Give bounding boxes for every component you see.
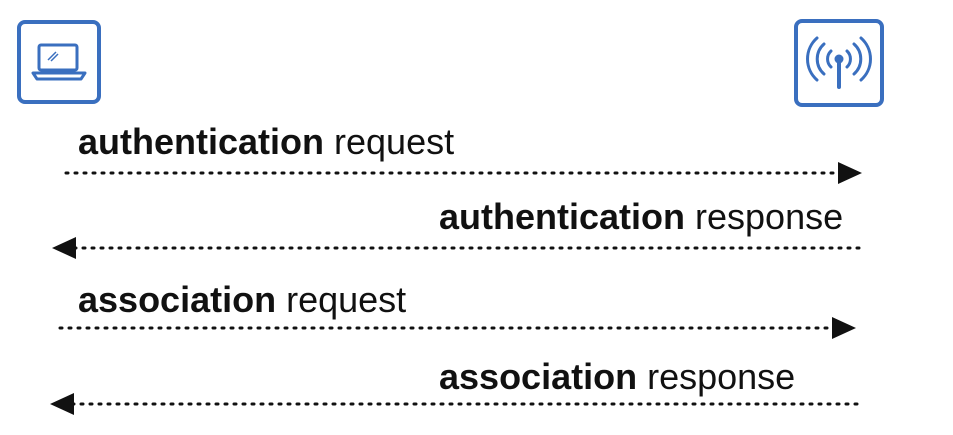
message-keyword: association — [439, 356, 638, 397]
message-suffix: request — [324, 121, 455, 162]
arrowhead-left-icon — [50, 393, 74, 415]
message-suffix: response — [685, 196, 844, 237]
message-suffix: request — [276, 279, 407, 320]
message-keyword: authentication — [439, 196, 686, 237]
arrowhead-right-icon — [832, 317, 856, 339]
laptop-icon — [31, 43, 87, 81]
arrow-auth-request — [64, 162, 862, 184]
access-point-box — [794, 19, 884, 107]
message-keyword: authentication — [78, 121, 325, 162]
message-label-auth-response: authentication response — [439, 197, 843, 237]
arrow-auth-response — [52, 237, 864, 259]
message-label-assoc-response: association response — [439, 357, 795, 397]
arrow-assoc-request — [58, 317, 856, 339]
client-device-box — [17, 20, 101, 104]
message-label-auth-request: authentication request — [78, 122, 454, 162]
arrowhead-left-icon — [52, 237, 76, 259]
message-suffix: response — [637, 356, 796, 397]
message-keyword: association — [78, 279, 277, 320]
message-label-assoc-request: association request — [78, 280, 406, 320]
arrow-assoc-response — [50, 393, 862, 415]
arrowhead-right-icon — [838, 162, 862, 184]
wireless-antenna-icon — [806, 36, 872, 89]
